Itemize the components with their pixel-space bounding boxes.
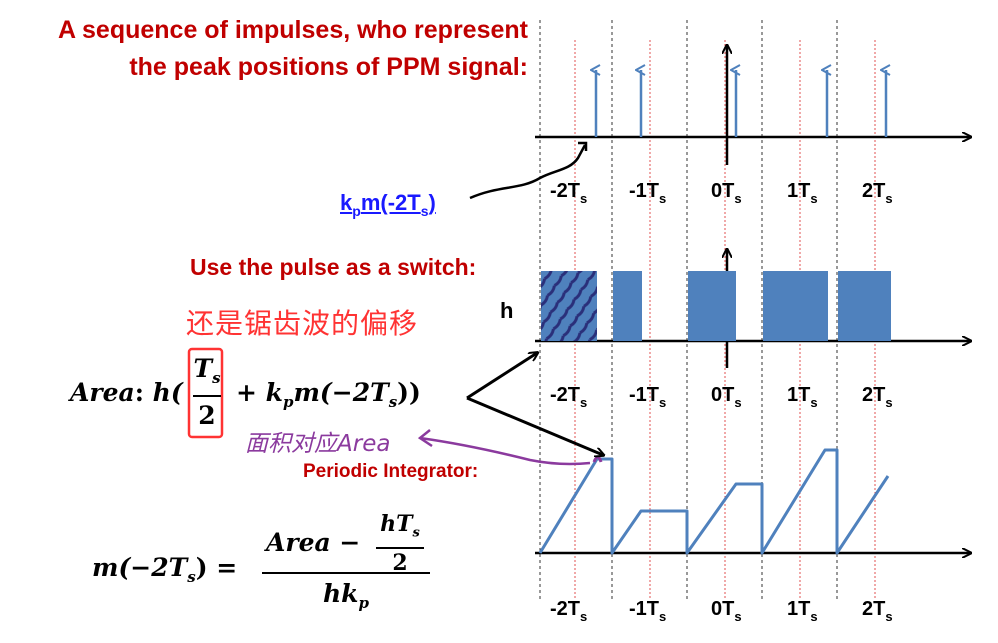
pulse: [838, 271, 891, 341]
purple-arrow: [419, 436, 591, 466]
tick-label: 2Ts: [862, 598, 893, 624]
impulses: [596, 70, 886, 137]
m-formula-fraction: Area − hTs 2 hkp: [262, 510, 430, 623]
tick-label: 0Ts: [711, 180, 742, 206]
tick-label: 0Ts: [711, 598, 742, 624]
red-handwritten-note: 还是锯齿波的偏移: [186, 307, 419, 340]
tick-label: -1Ts: [629, 180, 667, 206]
m-formula-lhs: m(−2Ts) =: [92, 553, 238, 586]
kp-label: kpm(-2Ts): [340, 190, 436, 219]
period-boundaries: [539, 20, 838, 600]
switch-pulses: [541, 271, 891, 341]
tick-label: 2Ts: [862, 384, 893, 410]
pulse: [541, 271, 597, 341]
tick-label: 2Ts: [862, 180, 893, 206]
tick-label: -2Ts: [550, 598, 588, 624]
area-formula: Area: h(: [70, 378, 183, 407]
impulse-axes: [535, 46, 970, 165]
impulses-title: A sequence of impulses, who represent th…: [58, 12, 528, 86]
formula-arrow-down: [466, 396, 603, 455]
purple-handwritten-note: 面积对应Area: [245, 431, 391, 457]
pulse: [763, 271, 828, 341]
area-formula-rest: + kpm(−2Ts)): [236, 378, 421, 411]
pulse: [613, 271, 642, 341]
tick-label: -2Ts: [550, 180, 588, 206]
tick-label: -1Ts: [629, 598, 667, 624]
area-fraction: Ts 2: [193, 354, 221, 430]
tick-label: 1Ts: [787, 384, 818, 410]
integrator-title: Periodic Integrator:: [303, 461, 479, 482]
h-label: h: [500, 298, 514, 323]
tick-label: -1Ts: [629, 384, 667, 410]
highlight-box: [187, 347, 224, 439]
impulses-title-line1: A sequence of impulses, who represent: [57, 16, 528, 44]
tick-label: -2Ts: [550, 384, 588, 410]
kp-pointer: [469, 144, 587, 200]
formula-arrow-up: [466, 353, 537, 400]
integrator-waveform: [538, 448, 890, 555]
switch-title: Use the pulse as a switch:: [190, 254, 477, 280]
pulse: [688, 271, 736, 341]
tick-label: 1Ts: [787, 180, 818, 206]
tick-label: 1Ts: [787, 598, 818, 624]
impulses-title-line2: the peak positions of PPM signal:: [129, 53, 528, 81]
switch-axes: [535, 250, 970, 368]
tick-label: 0Ts: [711, 384, 742, 410]
